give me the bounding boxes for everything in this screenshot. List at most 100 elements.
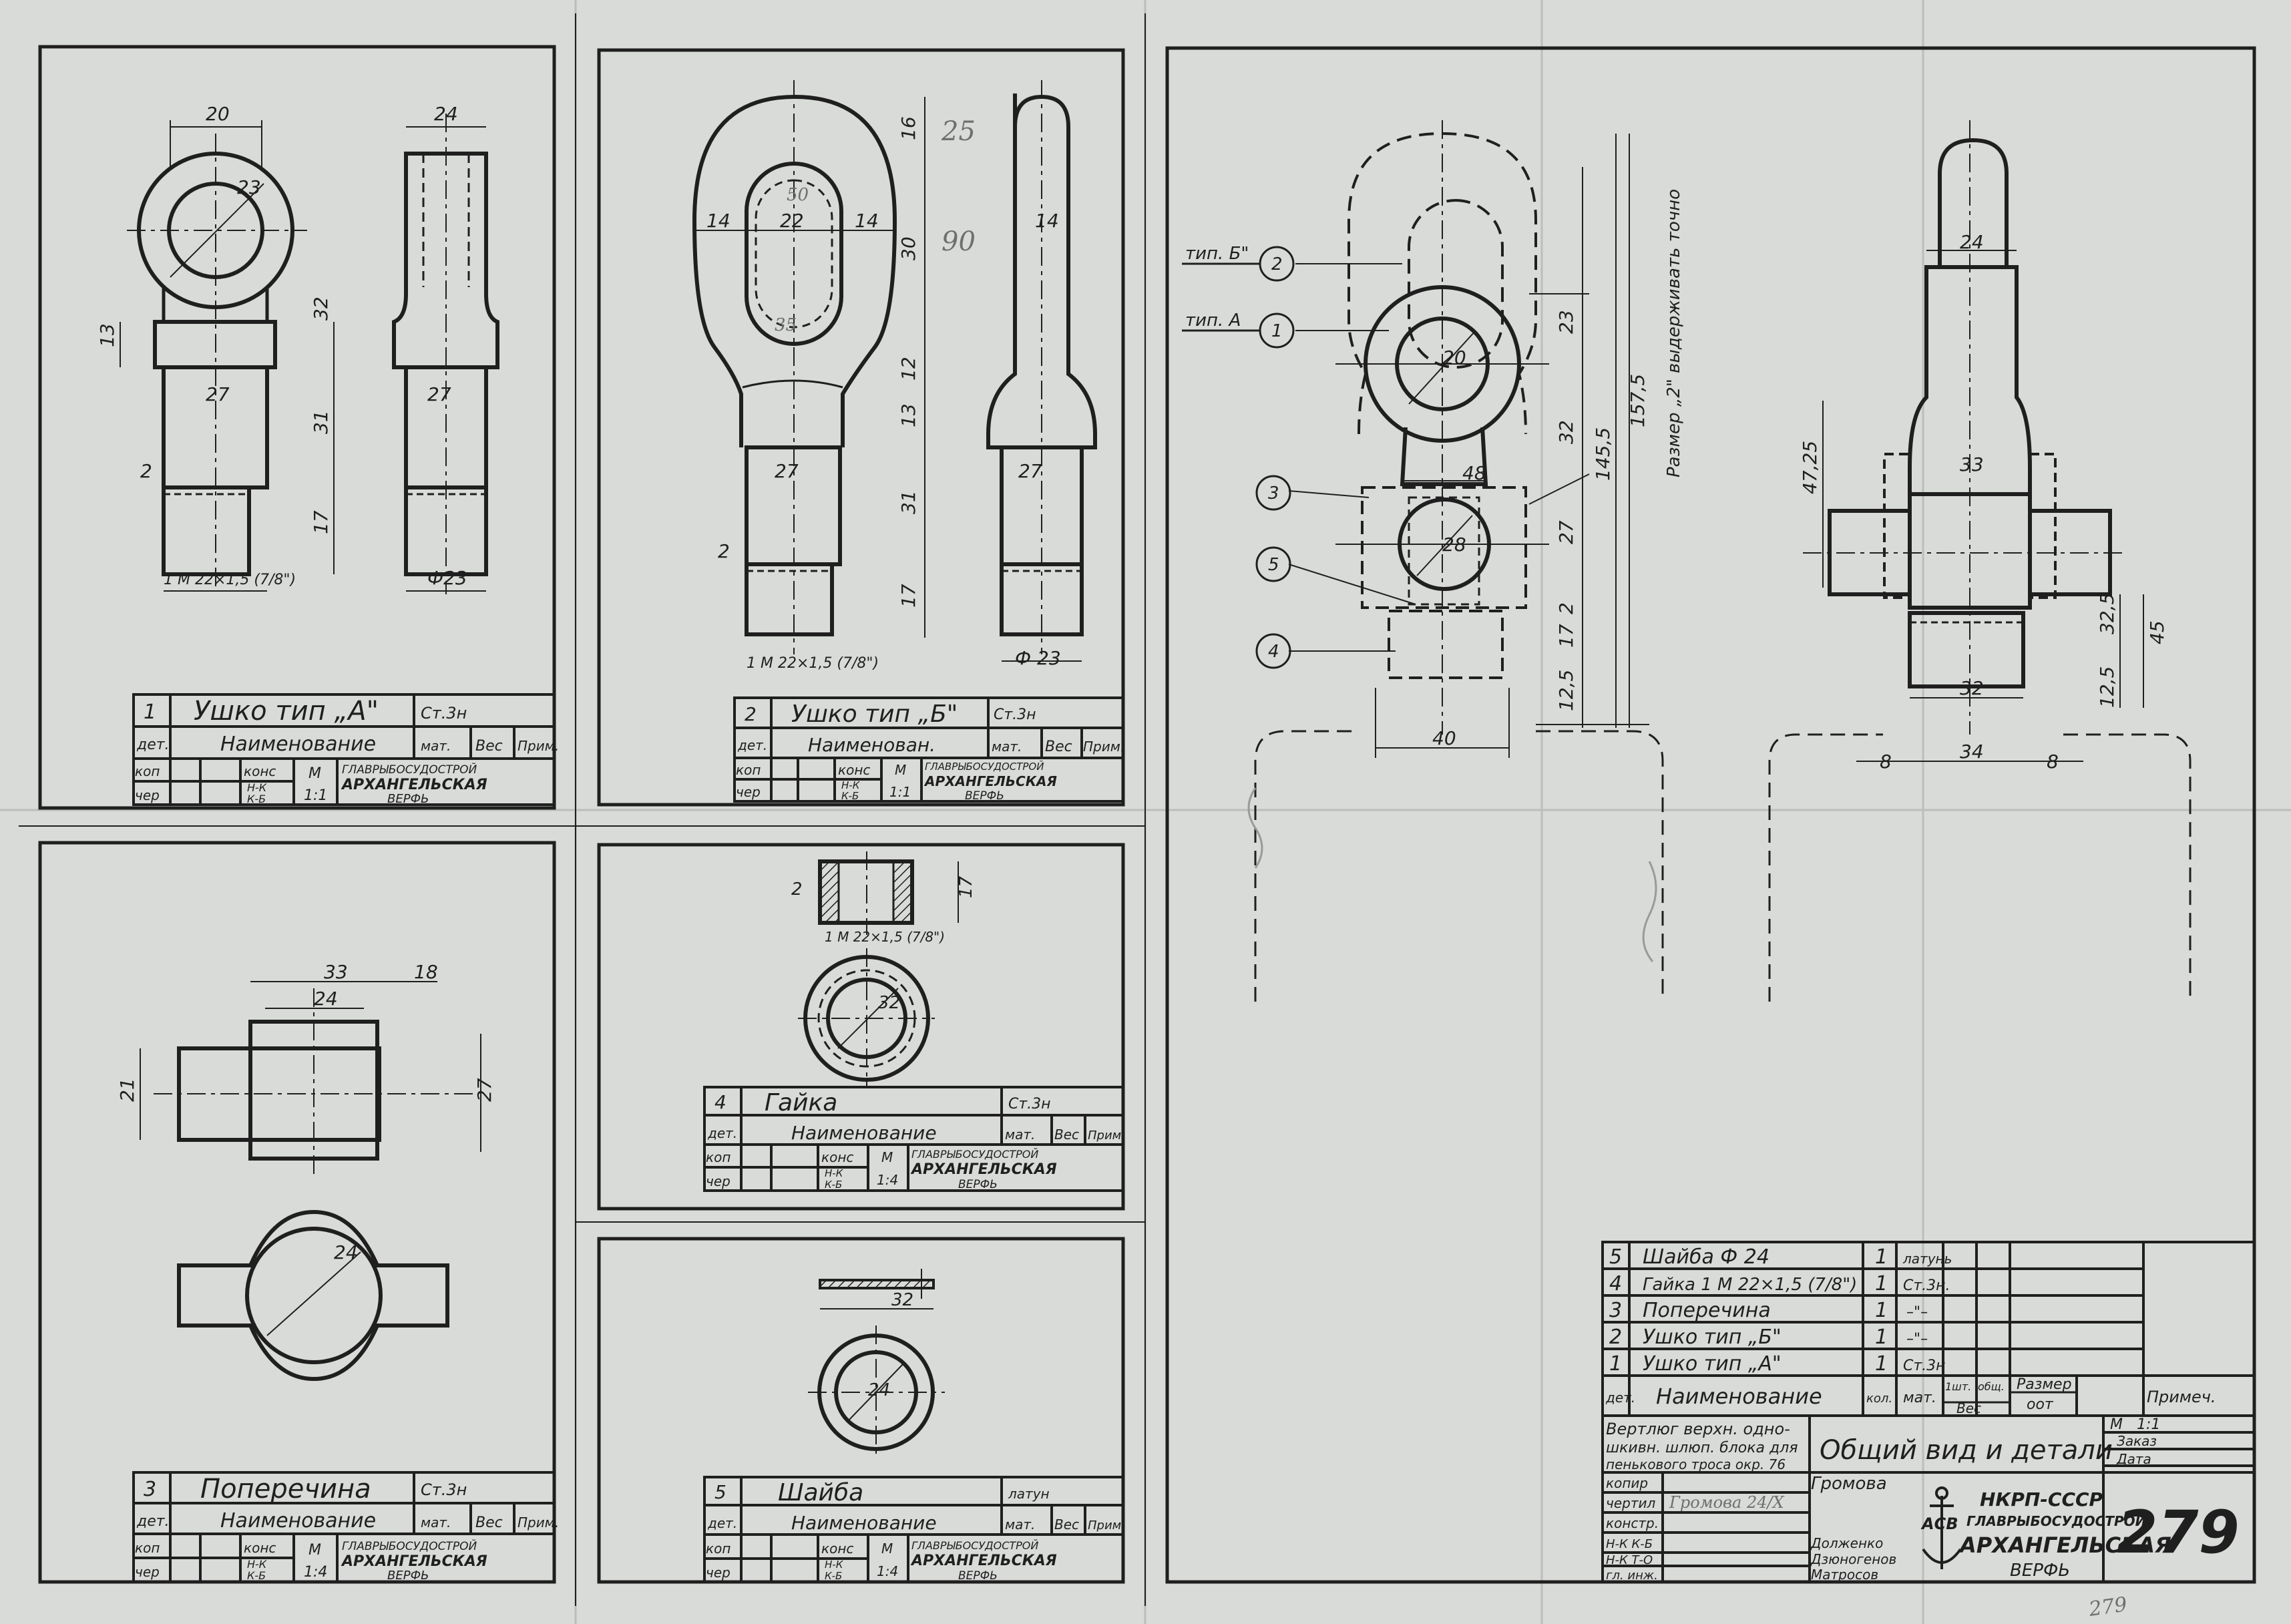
p2-block-kop: коп xyxy=(736,762,761,778)
p2-dim-14b: 14 xyxy=(855,210,879,232)
org-name: ГЛАВРЫБОСУДОСТРОЙ xyxy=(1966,1513,2147,1529)
gs-dim-8b: 8 xyxy=(2047,751,2059,773)
g-dim-157-5: 157,5 xyxy=(1627,374,1649,427)
p4-block-kb: К-Б xyxy=(825,1179,842,1191)
p2-block-cher: чер xyxy=(736,784,761,800)
hdr-w2: общ. xyxy=(1978,1380,2005,1393)
p1-block-konf: конс xyxy=(244,763,276,779)
gs-dim-12-5: 12,5 xyxy=(2096,666,2118,708)
p2-dim-13: 13 xyxy=(897,403,919,427)
role-glinzh: гл. инж. xyxy=(1606,1569,1658,1583)
hdr-name: Наименование xyxy=(1656,1384,1822,1409)
p5-block-h-name: Наименование xyxy=(791,1512,937,1534)
p1-dim-23: 23 xyxy=(237,176,261,198)
p1-block-nk: Н-К xyxy=(247,781,267,794)
p4-block-verf: ВЕРФЬ xyxy=(958,1178,998,1191)
p4-block-kop: коп xyxy=(706,1149,731,1165)
p1-block-h-mat: мат. xyxy=(421,738,451,754)
row5-mat: латунь xyxy=(1902,1251,1952,1267)
row5-det: 5 xyxy=(1609,1245,1622,1269)
gs-dim-32-5: 32,5 xyxy=(2096,593,2118,634)
p1-block-h-det: дет. xyxy=(136,737,170,753)
p3-dim-24: 24 xyxy=(314,988,338,1010)
name-dolzhenko: Долженко xyxy=(1810,1535,1883,1551)
p1-dim-27a: 27 xyxy=(206,383,230,405)
row2-det: 2 xyxy=(1609,1326,1622,1349)
row2-name: Ушко тип „Б" xyxy=(1643,1326,1782,1349)
p5-block-mat: латун xyxy=(1008,1486,1050,1502)
p1-dim-17: 17 xyxy=(310,510,332,534)
p5-block-kb: К-Б xyxy=(825,1570,842,1582)
p1-block-det: 1 xyxy=(144,700,156,724)
p1-block-h-ves: Вес xyxy=(475,738,503,755)
p1-block-kb: К-Б xyxy=(247,793,266,805)
p1-block-org: ГЛАВРЫБОСУДОСТРОЙ xyxy=(342,762,477,777)
p4-block-h-mat: мат. xyxy=(1005,1127,1035,1143)
p5-block-name: Шайба xyxy=(778,1479,863,1506)
p2-block-h-name: Наименован. xyxy=(808,734,935,756)
row5-name: Шайба Ф 24 xyxy=(1643,1245,1769,1269)
p5-block-det: 5 xyxy=(714,1481,726,1503)
p1-block-cher: чер xyxy=(135,787,160,803)
p3-block-scale: 1:4 xyxy=(304,1564,327,1581)
p3-block-konf: конс xyxy=(244,1540,276,1556)
general-side-view xyxy=(1768,120,2192,1002)
block-scale: 1:1 xyxy=(2137,1416,2160,1433)
title-block-part1: 1 Ушко тип „А" Ст.3н дет. Наименование м… xyxy=(132,693,559,806)
part5-dimensions: 32 24 xyxy=(868,1290,913,1400)
shipyard-name: АРХАНГЕЛЬСКАЯ xyxy=(1958,1533,2171,1558)
p4-block-mat: Ст.3н xyxy=(1008,1096,1051,1112)
row1-qty: 1 xyxy=(1875,1352,1888,1376)
name-gromova: Громова xyxy=(1811,1474,1887,1494)
ministry: НКРП-СССР xyxy=(1980,1488,2103,1510)
p3-block-org: ГЛАВРЫБОСУДОСТРОЙ xyxy=(342,1539,477,1553)
p1-block-kop: коп xyxy=(135,763,160,779)
part3-dimensions: 33 18 24 21 27 24 xyxy=(116,961,495,1263)
p4-dim-17: 17 xyxy=(956,875,976,898)
p2-dim-27a: 27 xyxy=(775,460,799,482)
row1-name: Ушко тип „А" xyxy=(1643,1352,1782,1376)
p2-block-shipyard: АРХАНГЕЛЬСКАЯ xyxy=(923,773,1057,789)
p5-dim-24: 24 xyxy=(868,1380,890,1400)
p3-dim-24b: 24 xyxy=(334,1241,358,1263)
g-dim-20: 20 xyxy=(1442,347,1466,369)
p3-block-cher: чер xyxy=(135,1564,160,1580)
general-side-dimensions: 24 33 47,25 32,5 45 12,5 32 8 34 8 xyxy=(1799,231,2168,773)
p2-dim-22: 22 xyxy=(780,210,804,232)
p4-thread: 1 М 22×1,5 (7/8") xyxy=(825,929,945,945)
p1-dim-24: 24 xyxy=(434,103,458,125)
p4-dim-2: 2 xyxy=(791,879,803,899)
p4-block-h-det: дет. xyxy=(707,1125,737,1141)
gs-dim-47-25: 47,25 xyxy=(1799,441,1821,494)
p3-dim-18: 18 xyxy=(414,961,438,983)
p4-block-nk: Н-К xyxy=(825,1167,844,1179)
p2-dim-2: 2 xyxy=(718,540,730,562)
hdr-size: Размер xyxy=(2017,1376,2072,1393)
gs-dim-33: 33 xyxy=(1960,453,1984,475)
logo-letters: АСВ xyxy=(1920,1514,1958,1533)
p5-block-scale: 1:4 xyxy=(877,1563,898,1579)
p3-block-h-ves: Вес xyxy=(475,1514,503,1531)
hdr-qty: кол. xyxy=(1866,1392,1892,1406)
g-dim-2: 2 xyxy=(1555,602,1577,614)
hdr-w1: 1шт. xyxy=(1945,1380,1971,1393)
p2-block-det: 2 xyxy=(745,703,757,725)
main-title-block: 5 Шайба Ф 24 1 латунь 4 Гайка 1 М 22×1,5… xyxy=(1601,1241,2256,1583)
p3-block-m: М xyxy=(308,1542,321,1559)
row1-mat: Ст.3н xyxy=(1903,1358,1946,1374)
part1-dimensions: 20 24 23 32 13 27 27 31 17 2 1 М 22×1,5 … xyxy=(96,103,467,589)
role-kopir: копир xyxy=(1606,1475,1648,1491)
p3-block-nk: Н-К xyxy=(247,1558,267,1571)
row3-name: Поперечина xyxy=(1643,1299,1771,1322)
general-front-view xyxy=(1182,120,1664,1002)
p1-block-verf: ВЕРФЬ xyxy=(387,792,429,806)
desc-line3: пенькового троса окр. 76 xyxy=(1606,1456,1786,1472)
desc-line2: шкивн. шлюп. блока для xyxy=(1606,1440,1798,1456)
p4-block-org: ГЛАВРЫБОСУДОСТРОЙ xyxy=(911,1148,1038,1161)
p1-block-shipyard: АРХАНГЕЛЬСКАЯ xyxy=(341,777,487,793)
balloon-5: 5 xyxy=(1268,555,1279,575)
p5-dim-32: 32 xyxy=(891,1290,913,1310)
part5-drawing xyxy=(808,1269,945,1459)
p3-dim-33: 33 xyxy=(324,961,348,983)
g-dim-48: 48 xyxy=(1462,462,1486,484)
